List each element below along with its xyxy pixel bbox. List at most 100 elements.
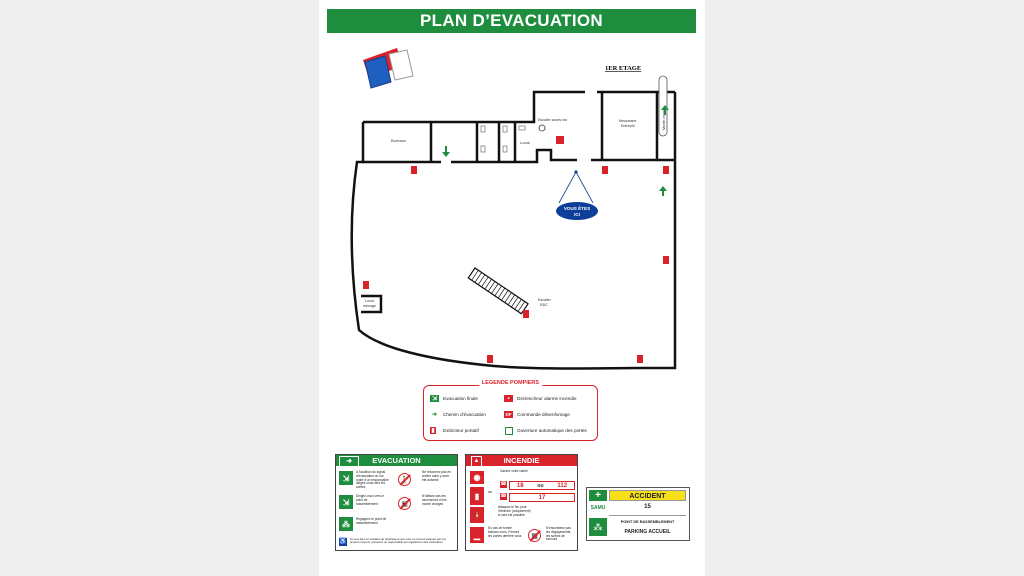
extinguisher-icon: [663, 166, 669, 174]
fire-icon: ▲: [471, 456, 482, 467]
assembly-point-label: POINT DE RASSEMBLEMENT: [620, 520, 675, 524]
room-label-bureaux: Bureaux: [391, 138, 406, 143]
room-label-menage-sub: ménage: [363, 304, 376, 308]
legend-label: Evacuation finale: [443, 396, 478, 401]
legend-label: Commande désenfumage: [517, 412, 570, 417]
evacuation-panel-header: ➜ EVACUATION: [336, 455, 457, 467]
toilet-icons: [480, 125, 526, 153]
exit-sign-icon: ⇲: [430, 395, 439, 402]
incendie-or-label: ou: [488, 490, 493, 494]
evacuation-text-6: Si vous êtes en situation de handicap et…: [350, 537, 446, 545]
outer-wall: [350, 92, 677, 370]
smoke-crawl-icon: ▁: [470, 527, 484, 543]
monte-charge-label: Monte charge: [662, 108, 666, 130]
extinguisher-icon: ▮: [470, 487, 484, 505]
evacuation-text-3: Ne retournez pas en arrière sans y avoir…: [422, 470, 451, 482]
assembly-point-value: PARKING ACCUEIL: [624, 529, 671, 535]
legend-item-desenfumage: DF Commande désenfumage: [504, 411, 570, 418]
monte-charge-shaft: [658, 75, 668, 137]
extinguisher-icon: [487, 355, 493, 363]
phone-icon: ☎: [500, 493, 507, 500]
samu-label: SAMU: [590, 505, 606, 511]
incendie-panel: ▲ INCENDIE ◉ Gardez votre calme ▮ ☎ 18 o…: [465, 454, 578, 551]
police-number-box: 17: [509, 493, 575, 502]
room-label-mezzanine: Mezzanine: [619, 119, 636, 123]
smoke-control-icon: DF: [504, 411, 513, 418]
room-label-escalier-rdc-sub: RDC: [540, 303, 548, 307]
evacuation-panel-title: EVACUATION: [372, 456, 421, 465]
evacuation-text-4: N’utilisez pas les ascenseurs ni les mon…: [422, 494, 447, 506]
assembly-point-icon: ⁂: [589, 518, 607, 536]
extinguisher-icon: [523, 310, 529, 318]
accident-panel-title: ACCIDENT: [609, 490, 686, 501]
room-label-escalier-rdc: Escalier: [538, 298, 552, 302]
menage-closet: [361, 294, 383, 314]
floor-plan: 1ER ETAGE Monte charge Bureaux Local Esc…: [350, 48, 677, 370]
you-are-here-line1: VOUS ÊTES: [564, 204, 590, 211]
exit-sign-icon: ⇲: [339, 471, 353, 485]
fire-alarm-icon: ◉: [470, 471, 484, 484]
arrow-right-icon: ➜: [431, 412, 438, 418]
incendie-text-1: Gardez votre calme: [500, 469, 528, 473]
evacuation-text-1: A l’audition du signal d’évacuation ou s…: [356, 470, 389, 490]
extinguisher-icon: [602, 166, 608, 174]
emergency-numbers-box: 18 ou 112: [509, 481, 575, 490]
legend-title: LEGENDE POMPIERS: [478, 380, 543, 386]
exit-sign-icon: ⇲: [339, 495, 353, 509]
extinguisher-icon: [411, 166, 417, 174]
evacuation-plan-sheet: PLAN D’EVACUATION 1ER ETAGE: [319, 0, 705, 576]
room-label-menage: Local: [365, 299, 374, 303]
evacuation-text-2: Dirigez-vous vers le point de rassemblem…: [356, 494, 384, 506]
incendie-panel-header: ▲ INCENDIE: [466, 455, 577, 467]
floor-label: 1ER ETAGE: [605, 65, 641, 72]
legend-item-evacuation-finale: ⇲ Evacuation finale: [430, 395, 478, 402]
no-elevator-icon: ▣: [398, 497, 411, 510]
emergency-number-17: 17: [538, 494, 546, 501]
no-return-icon: 🚶: [398, 473, 411, 486]
incendie-text-2: Attaquez le feu pour l’éteindre (uniquem…: [498, 505, 531, 517]
corridor-wall: [363, 148, 675, 164]
evacuation-arrow-icon: [659, 186, 667, 196]
assembly-point-icon: ⁂: [339, 517, 353, 531]
wall-openings: [441, 90, 597, 164]
legend-label: Extincteur portatif: [443, 428, 479, 433]
evacuation-arrow-icon: [661, 105, 669, 115]
legend-item-chemin: ➜ Chemin d’évacuation: [430, 411, 486, 418]
extinguisher-icon: [663, 256, 669, 264]
wheelchair-icon: ♿: [339, 538, 347, 546]
accident-divider: [609, 515, 686, 516]
incendie-panel-title: INCENDIE: [503, 456, 540, 465]
extinguisher-icon: [637, 355, 643, 363]
legend-label: Chemin d’évacuation: [443, 412, 486, 417]
evacuation-arrow-icon: [442, 146, 450, 157]
logo-mark: [363, 48, 414, 89]
room-label-escalier-top: Escalier accès rdc: [538, 118, 567, 122]
extinguisher-icon: [363, 281, 369, 289]
legend-label: Ouverture automatique des portes: [517, 428, 587, 433]
phone-icon: ☎: [500, 481, 507, 488]
emergency-number-112: 112: [557, 482, 568, 489]
auto-door-icon: [504, 426, 513, 435]
you-are-here-marker: VOUS ÊTES ICI: [556, 170, 598, 220]
room-label-mezzanine-sub: Entrepôt: [621, 124, 635, 128]
emergency-number-or: ou: [537, 482, 544, 489]
fire-alarm-icon: [556, 136, 564, 144]
top-wall-left: [363, 90, 675, 124]
no-obstruction-icon: ▦: [528, 529, 541, 542]
accident-panel: + ACCIDENT SAMU 15 ⁂ POINT DE RASSEMBLEM…: [586, 487, 690, 541]
fire-alarm-icon: ▪: [504, 395, 513, 402]
room-label-local: Local: [520, 140, 530, 145]
you-are-here-line2: ICI: [574, 212, 580, 217]
arrow-right-icon: ➜: [339, 456, 359, 467]
incendie-text-4: N’encombrez pas les dégagements, les sor…: [546, 526, 572, 542]
fire-fighting-icon: 🧯: [470, 507, 484, 523]
auto-door-icon: [538, 124, 546, 132]
legend-item-ouverture: Ouverture automatique des portes: [504, 426, 587, 435]
page-title: PLAN D’EVACUATION: [327, 9, 696, 33]
legend-label: Déclencheur alarme incendie: [517, 396, 577, 401]
stairs-icon: [467, 267, 529, 315]
evacuation-panel: ➜ EVACUATION ⇲ A l’audition du signal d’…: [335, 454, 458, 551]
safety-markers: [363, 124, 669, 363]
evacuation-text-5: Regagnez le point de rassemblement: [356, 517, 387, 525]
extinguisher-icon: ▮: [430, 427, 436, 434]
